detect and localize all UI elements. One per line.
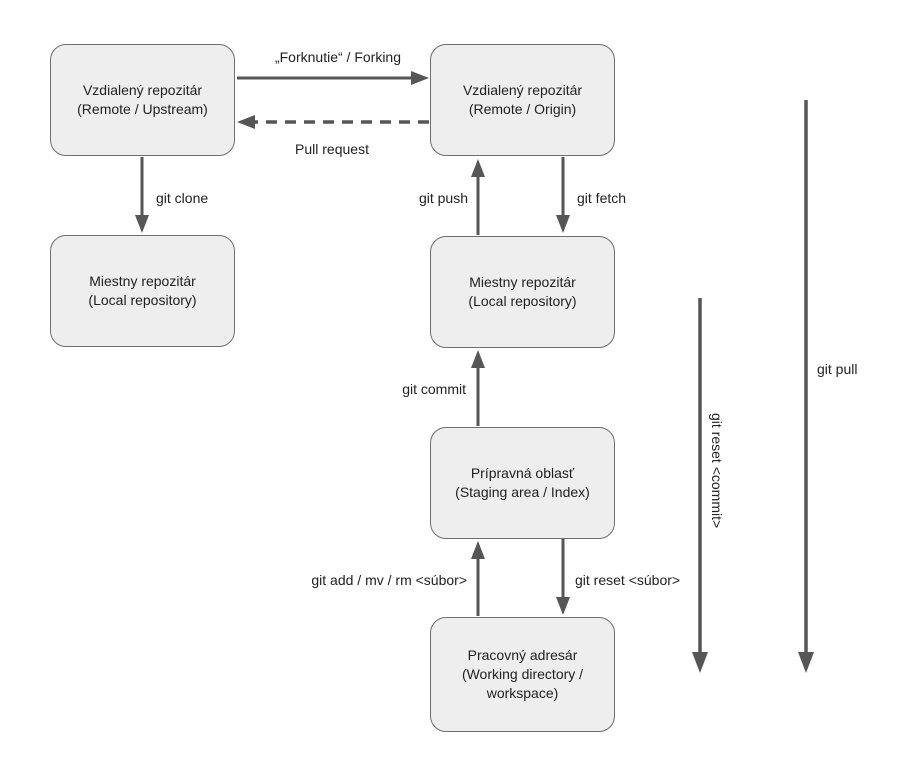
label-git-fetch: git fetch bbox=[577, 190, 627, 206]
node-remote-upstream-title: Vzdialený repozitár bbox=[82, 82, 203, 98]
arrow-git-push bbox=[471, 159, 485, 235]
node-local-repo-left: Miestny repozitár (Local repository) bbox=[50, 235, 235, 347]
arrow-git-reset-file bbox=[556, 539, 570, 615]
node-local-repo-left-title: Miestny repozitár bbox=[89, 273, 196, 289]
label-git-add: git add / mv / rm <súbor> bbox=[311, 572, 467, 588]
node-remote-origin-title: Vzdialený repozitár bbox=[462, 82, 583, 98]
arrow-git-pull bbox=[798, 100, 814, 673]
arrow-git-reset-commit bbox=[692, 298, 708, 673]
node-local-repo-right-title: Miestny repozitár bbox=[469, 274, 576, 290]
label-git-clone: git clone bbox=[156, 190, 209, 206]
arrow-forking bbox=[237, 71, 429, 85]
node-working-dir-title: Pracovný adresár bbox=[467, 647, 578, 663]
label-forking: „Forknutie“ / Forking bbox=[274, 49, 402, 65]
arrow-git-add bbox=[471, 541, 485, 616]
node-remote-origin: Vzdialený repozitár (Remote / Origin) bbox=[430, 44, 615, 156]
arrow-git-commit bbox=[471, 350, 485, 426]
label-git-reset-commit: git reset <commit> bbox=[709, 413, 725, 529]
node-remote-upstream-subtitle: (Remote / Upstream) bbox=[77, 101, 208, 117]
arrow-pull-request bbox=[237, 115, 429, 129]
node-working-dir-subtitle: (Working directory / workspace) bbox=[461, 666, 584, 701]
node-remote-upstream: Vzdialený repozitár (Remote / Upstream) bbox=[50, 44, 235, 156]
node-working-dir: Pracovný adresár (Working directory / wo… bbox=[430, 617, 615, 732]
node-local-repo-left-subtitle: (Local repository) bbox=[88, 292, 197, 308]
node-local-repo-right: Miestny repozitár (Local repository) bbox=[430, 236, 615, 348]
node-staging-area: Prípravná oblasť (Staging area / Index) bbox=[430, 427, 615, 539]
arrow-git-fetch bbox=[556, 157, 570, 233]
label-git-commit: git commit bbox=[402, 381, 466, 397]
arrow-git-clone bbox=[135, 157, 149, 233]
label-git-push: git push bbox=[418, 190, 468, 206]
node-remote-origin-subtitle: (Remote / Origin) bbox=[468, 101, 577, 117]
label-git-reset-file: git reset <súbor> bbox=[575, 572, 681, 588]
node-staging-area-title: Prípravná oblasť bbox=[470, 465, 575, 481]
label-pull-request: Pull request bbox=[295, 141, 369, 157]
node-local-repo-right-subtitle: (Local repository) bbox=[468, 293, 577, 309]
label-git-pull: git pull bbox=[817, 361, 858, 377]
node-staging-area-subtitle: (Staging area / Index) bbox=[455, 484, 590, 500]
